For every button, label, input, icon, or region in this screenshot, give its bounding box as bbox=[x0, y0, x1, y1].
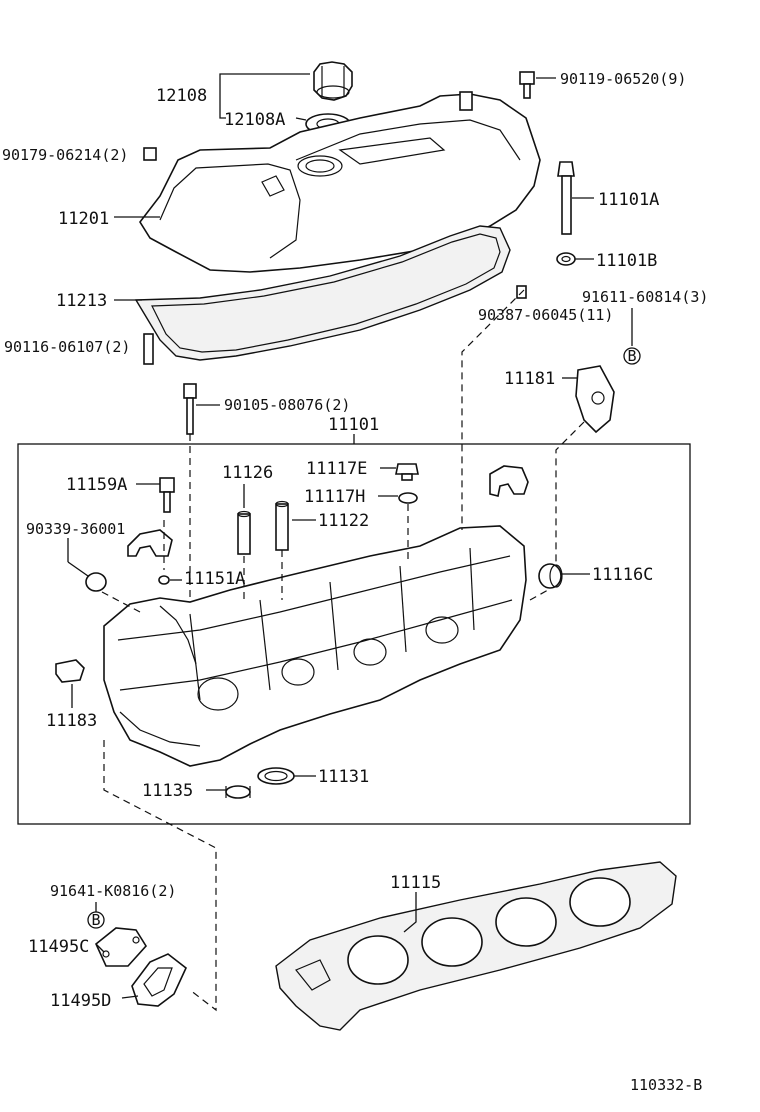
plug-90339 bbox=[85, 572, 107, 592]
label-90105: 90105-08076(2) bbox=[224, 396, 350, 414]
label-11151A: 11151A bbox=[184, 569, 245, 589]
label-90179: 90179-06214(2) bbox=[2, 146, 128, 164]
cap-11183 bbox=[55, 659, 85, 683]
label-11101B: 11101B bbox=[596, 251, 657, 271]
label-11213: 11213 bbox=[56, 291, 107, 311]
plate-11495C bbox=[95, 927, 147, 967]
label-11495C: 11495C bbox=[28, 937, 89, 957]
ring-11135 bbox=[225, 785, 251, 799]
washer-11101B bbox=[556, 252, 576, 266]
label-90116: 90116-06107(2) bbox=[4, 338, 130, 356]
label-11126: 11126 bbox=[222, 463, 273, 483]
label-11101A: 11101A bbox=[598, 190, 659, 210]
plate-11495D bbox=[131, 953, 187, 1007]
valve-guide-11122 bbox=[275, 500, 289, 551]
label-11117E: 11117E bbox=[306, 459, 367, 479]
label-12108: 12108 bbox=[156, 86, 207, 106]
cover-gasket bbox=[134, 225, 511, 361]
label-11159A: 11159A bbox=[66, 475, 127, 495]
label-11135: 11135 bbox=[142, 781, 193, 801]
oil-filler-cap bbox=[313, 61, 353, 101]
label-90387: 90387-06045(11) bbox=[478, 306, 613, 324]
label-11122: 11122 bbox=[318, 511, 369, 531]
label-11201: 11201 bbox=[58, 209, 109, 229]
ref-circle-b-1: B bbox=[623, 347, 641, 365]
label-90339: 90339-36001 bbox=[26, 520, 125, 538]
ring-11131 bbox=[257, 767, 295, 785]
plug-11116C bbox=[538, 563, 563, 589]
label-11183: 11183 bbox=[46, 711, 97, 731]
label-11115: 11115 bbox=[390, 873, 441, 893]
stud-bolt-11101A bbox=[557, 161, 575, 235]
alignment-lines bbox=[101, 289, 585, 1012]
bolt-90119 bbox=[519, 71, 535, 99]
grommet-90179 bbox=[143, 147, 157, 161]
label-11117H: 11117H bbox=[304, 487, 365, 507]
pin-11151A bbox=[158, 575, 170, 585]
figure-code: 110332-B bbox=[630, 1076, 702, 1094]
label-11101: 11101 bbox=[328, 415, 379, 435]
bolt-11159A bbox=[159, 477, 175, 513]
bracket-11181 bbox=[575, 365, 615, 434]
cylinder-head-cover bbox=[139, 91, 541, 273]
label-11131: 11131 bbox=[318, 767, 369, 787]
ref-b-text-2: B bbox=[91, 911, 100, 929]
label-12108A: 12108A bbox=[224, 110, 285, 130]
bearing-cap-left bbox=[127, 529, 173, 557]
bearing-cap-right bbox=[489, 465, 529, 497]
label-91641: 91641-K0816(2) bbox=[50, 882, 176, 900]
ref-circle-b-2: B bbox=[87, 911, 105, 929]
plug-11117H bbox=[398, 492, 418, 504]
label-11495D: 11495D bbox=[50, 991, 111, 1011]
label-90119: 90119-06520(9) bbox=[560, 70, 686, 88]
valve-guide-11126 bbox=[237, 510, 251, 555]
label-11181: 11181 bbox=[504, 369, 555, 389]
ref-b-text-1: B bbox=[627, 347, 636, 365]
plug-11117E bbox=[395, 463, 419, 481]
stud-90116 bbox=[143, 333, 154, 365]
head-gasket bbox=[275, 861, 677, 1031]
label-11116C: 11116C bbox=[592, 565, 653, 585]
leader-lines bbox=[67, 73, 633, 999]
cylinder-head bbox=[103, 525, 527, 767]
label-91611: 91611-60814(3) bbox=[582, 288, 708, 306]
bolt-90105 bbox=[183, 383, 197, 435]
